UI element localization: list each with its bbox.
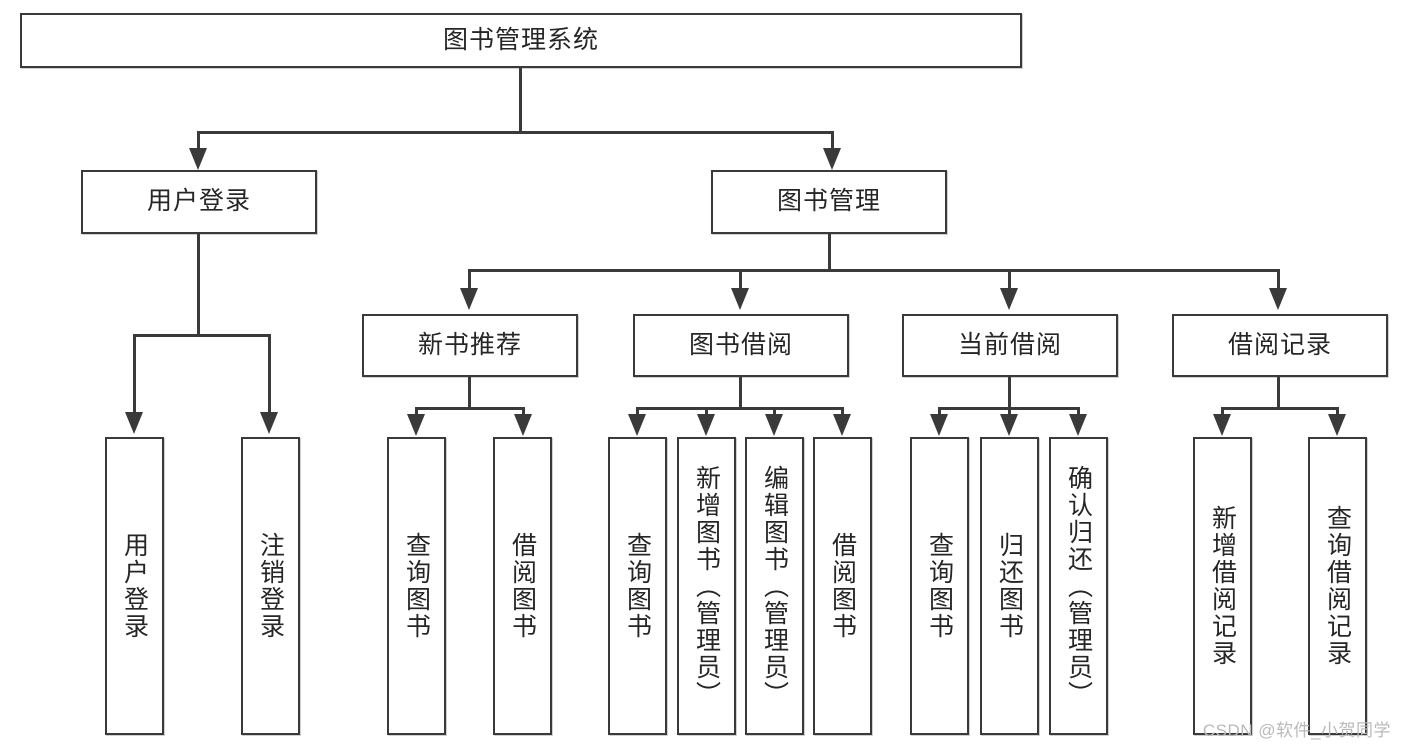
edge-book-borrow-stem [739,377,742,409]
leaf-borrow-record-1[interactable]: 新增借阅记录 [1193,437,1252,735]
node-borrow-record[interactable]: 借阅记录 [1172,314,1388,377]
leaf-current-borrow-3[interactable]: 确认归还（管理员） [1049,437,1108,735]
leaf-borrow-record-2[interactable]: 查询借阅记录 [1308,437,1367,735]
edge-borrow-record-drop-1 [1221,407,1224,419]
node-book-manage[interactable]: 图书管理 [711,170,947,234]
watermark: CSDN @软件_小贺同学 [1202,721,1391,740]
edge-book-borrow-drop-1 [636,407,639,419]
edge-user-login-drop-2 [268,334,271,416]
edge-new-book-rec-stem [468,377,471,409]
leaf-label: 编辑图书（管理员） [760,464,789,708]
arrow-new-book-rec-leaf-2 [514,414,532,436]
arrow-to-book-borrow [731,288,749,310]
leaf-current-borrow-2[interactable]: 归还图书 [980,437,1039,735]
arrow-book-borrow-leaf-2 [697,414,715,436]
leaf-label: 用户登录 [120,532,149,640]
arrow-book-borrow-leaf-4 [833,414,851,436]
edge-new-book-rec-drop-1 [415,407,418,419]
node-current-borrow[interactable]: 当前借阅 [902,314,1118,377]
arrow-book-borrow-leaf-1 [628,414,646,436]
arrow-to-borrow-record [1269,288,1287,310]
edge-bus-to-borrow-record [1277,269,1280,291]
edge-current-borrow-drop-1 [938,407,941,419]
edge-borrow-record-drop-2 [1336,407,1339,419]
leaf-user-login-2[interactable]: 注销登录 [241,437,300,735]
edge-current-borrow-drop-2 [1008,407,1011,419]
edge-borrow-record-stem [1277,377,1280,409]
node-current-borrow-label: 当前借阅 [957,330,1062,359]
arrow-book-borrow-leaf-3 [765,414,783,436]
edge-user-login-drop-1 [133,334,136,416]
edge-user-login-stem [197,234,200,336]
arrow-to-new-book-rec [460,288,478,310]
leaf-label: 借阅图书 [508,532,537,640]
leaf-label: 注销登录 [256,532,285,640]
leaf-label: 查询图书 [623,532,652,640]
edge-book-manage-stem [828,234,831,271]
leaf-label: 新增借阅记录 [1208,505,1237,667]
node-new-book-rec[interactable]: 新书推荐 [362,314,578,377]
arrow-user-login-leaf-1 [125,412,143,434]
leaf-book-borrow-2[interactable]: 新增图书（管理员） [677,437,736,735]
arrow-to-current-borrow [1000,288,1018,310]
edge-bus-to-new-book-rec [468,269,471,291]
edge-bus-to-book-borrow [739,269,742,291]
node-book-borrow[interactable]: 图书借阅 [633,314,849,377]
edge-current-borrow-stem [1008,377,1011,409]
node-book-borrow-label: 图书借阅 [688,330,793,359]
edge-level3-bus [468,269,1280,272]
edge-book-borrow-drop-4 [841,407,844,419]
edge-book-borrow-drop-3 [773,407,776,419]
edge-borrow-record-bus [1221,407,1339,410]
leaf-label: 归还图书 [995,532,1024,640]
edge-root-stem [519,68,522,133]
node-new-book-rec-label: 新书推荐 [417,330,522,359]
arrow-current-borrow-leaf-1 [930,414,948,436]
leaf-label: 确认归还（管理员） [1064,464,1093,708]
leaf-label: 查询图书 [402,532,431,640]
leaf-new-book-rec-1[interactable]: 查询图书 [387,437,446,735]
leaf-new-book-rec-2[interactable]: 借阅图书 [493,437,552,735]
leaf-current-borrow-1[interactable]: 查询图书 [910,437,969,735]
leaf-book-borrow-3[interactable]: 编辑图书（管理员） [745,437,804,735]
arrow-current-borrow-leaf-3 [1069,414,1087,436]
leaf-label: 查询借阅记录 [1323,505,1352,667]
edge-user-login-bus [133,334,271,337]
leaf-label: 新增图书（管理员） [692,464,721,708]
edge-new-book-rec-bus [415,407,525,410]
leaf-user-login-1[interactable]: 用户登录 [105,437,164,735]
leaf-book-borrow-4[interactable]: 借阅图书 [813,437,872,735]
edge-current-borrow-drop-3 [1077,407,1080,419]
node-root[interactable]: 图书管理系统 [20,13,1022,68]
edge-root-to-book-manage [831,131,834,153]
arrow-borrow-record-leaf-2 [1328,414,1346,436]
arrow-user-login-leaf-2 [260,412,278,434]
arrow-to-book-manage [823,148,841,170]
node-borrow-record-label: 借阅记录 [1227,330,1332,359]
edge-root-bus [197,131,834,134]
leaf-label: 查询图书 [925,532,954,640]
node-user-login[interactable]: 用户登录 [81,170,317,234]
edge-new-book-rec-drop-2 [522,407,525,419]
edge-bus-to-current-borrow [1008,269,1011,291]
arrow-new-book-rec-leaf-1 [407,414,425,436]
node-root-label: 图书管理系统 [442,25,599,54]
arrow-borrow-record-leaf-1 [1213,414,1231,436]
node-user-login-label: 用户登录 [146,187,251,216]
arrow-to-user-login [189,148,207,170]
node-book-manage-label: 图书管理 [776,187,881,216]
edge-book-borrow-bus [636,407,844,410]
arrow-current-borrow-leaf-2 [1000,414,1018,436]
edge-book-borrow-drop-2 [705,407,708,419]
leaf-book-borrow-1[interactable]: 查询图书 [608,437,667,735]
edge-root-to-user-login [197,131,200,153]
leaf-label: 借阅图书 [828,532,857,640]
